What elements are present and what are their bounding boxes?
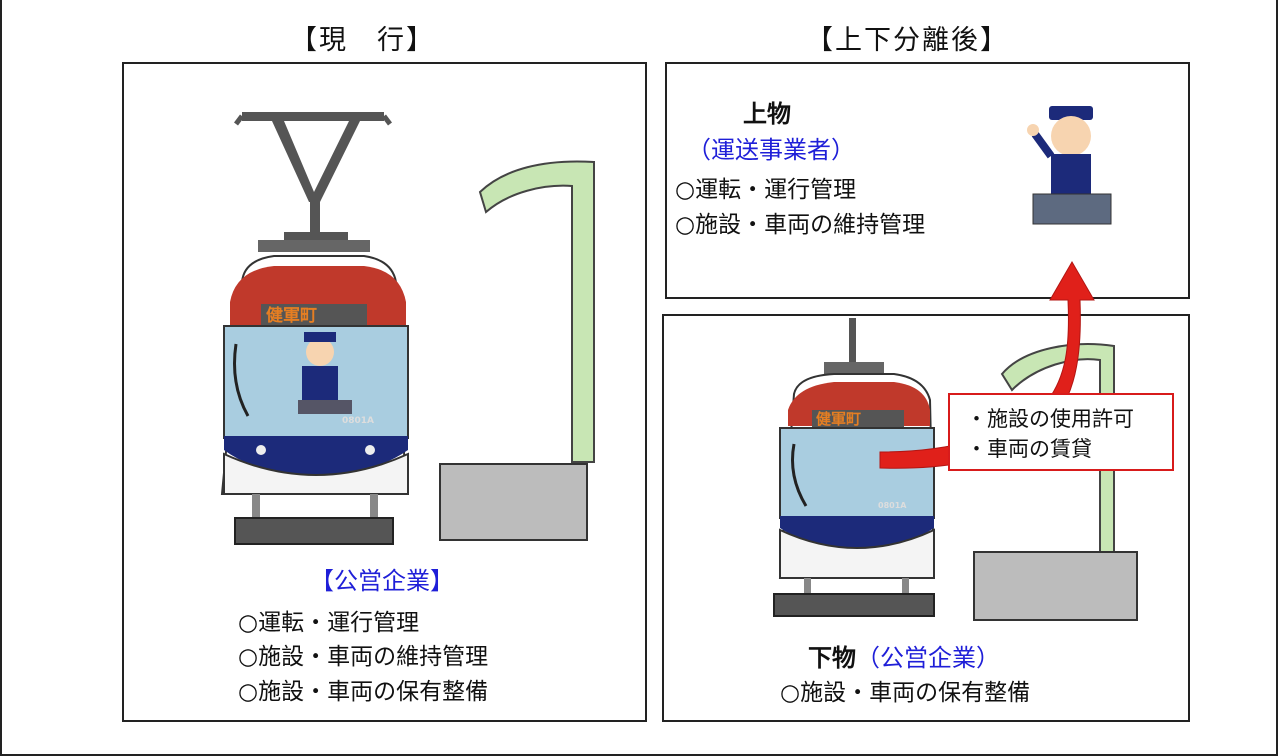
stop-pole-illustration xyxy=(439,160,595,541)
operator-figure-icon xyxy=(1027,106,1112,225)
car-number-right: 0801A xyxy=(878,501,907,510)
destination-sign-right: 健軍町 xyxy=(816,410,862,428)
tram-illustration xyxy=(220,255,409,545)
destination-sign-left: 健軍町 xyxy=(266,306,317,326)
current-item-2: ○施設・車両の保有整備 xyxy=(238,679,489,705)
lower-structure-panel: 健軍町 0801A 下物（公営企業） ○施設・車両の保有整備 xyxy=(662,314,1190,722)
current-item-0: ○運転・運行管理 xyxy=(238,610,420,636)
upper-structure-panel: 上物 （運送事業者） ○運転・運行管理 ○施設・車両の維持管理 xyxy=(665,62,1190,299)
current-entity-label: 【公営企業】 xyxy=(310,567,454,595)
current-item-1: ○施設・車両の維持管理 xyxy=(238,644,489,670)
lease-callout-box: ・施設の使用許可 ・車両の賃貸 xyxy=(948,393,1174,471)
lower-title: 下物 xyxy=(808,644,856,672)
upper-entity-label: （運送事業者） xyxy=(687,136,855,164)
heading-after-separation: 【上下分離後】 xyxy=(806,25,1009,56)
callout-item-0: ・施設の使用許可 xyxy=(966,407,1134,431)
upper-item-0: ○運転・運行管理 xyxy=(675,177,857,203)
pantograph-icon xyxy=(234,112,392,252)
upper-item-1: ○施設・車両の維持管理 xyxy=(675,212,926,238)
callout-item-1: ・車両の賃貸 xyxy=(966,437,1092,461)
heading-current: 【現 行】 xyxy=(290,25,435,56)
upper-title: 上物 xyxy=(743,100,791,128)
lower-title-row: 下物（公営企業） xyxy=(808,646,1000,670)
lower-item-0: ○施設・車両の保有整備 xyxy=(780,680,1031,706)
current-panel: 健軍町 0801A 【公営企業】 ○運転・運行管理 ○施設・車両の維持管理 ○施… xyxy=(122,62,647,722)
car-number-left: 0801A xyxy=(342,416,375,426)
lower-entity-label: （公営企業） xyxy=(856,644,1000,672)
